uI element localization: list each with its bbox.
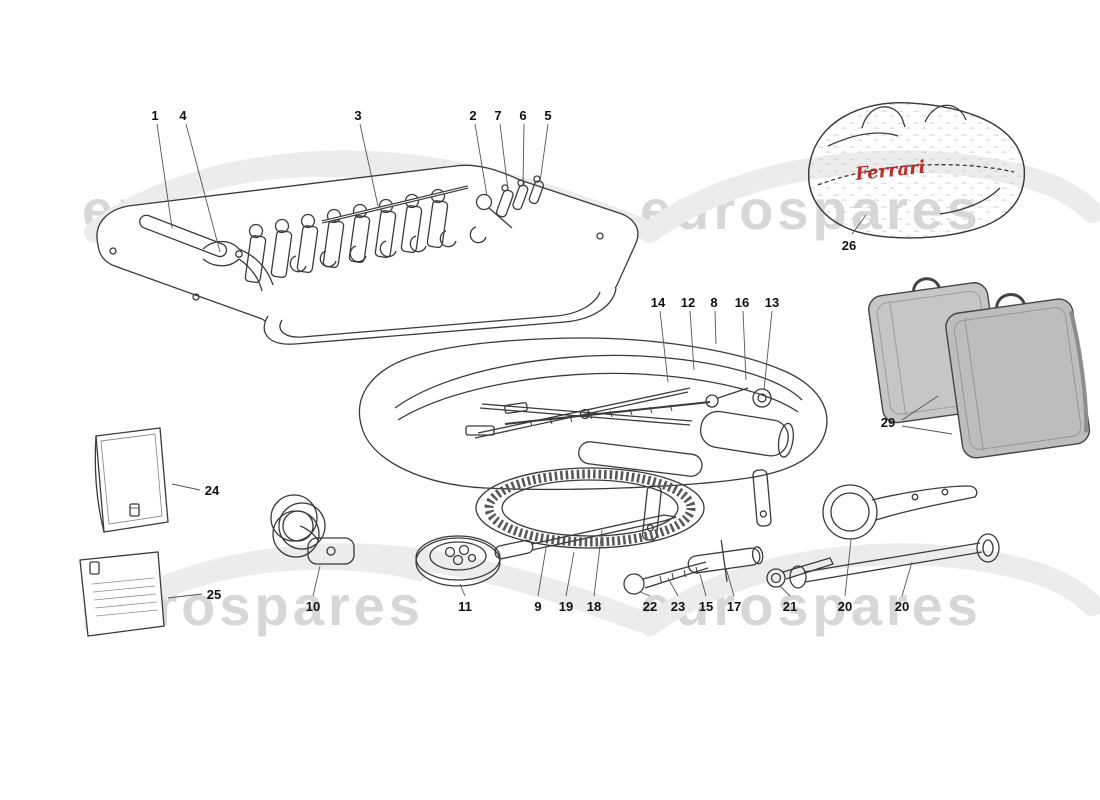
callout-19[interactable]: 19 [558,599,574,614]
callout-16[interactable]: 16 [734,295,750,310]
callout-29[interactable]: 29 [880,415,896,430]
callout-4[interactable]: 4 [179,108,187,123]
suitcases-drawing [868,277,1091,459]
belt-and-tools-drawing [270,467,1000,595]
callout-20b[interactable]: 20 [894,599,910,614]
plug-wrench-drawing [687,540,764,582]
ferrari-bag-drawing: Ferrari [808,102,1025,239]
callout-3[interactable]: 3 [354,108,362,123]
tool-roll-drawing [96,164,639,345]
callout-11[interactable]: 11 [458,599,472,614]
callout-15[interactable]: 15 [698,599,714,614]
jack-drawing [465,387,749,439]
callout-25[interactable]: 25 [206,587,222,602]
callout-12[interactable]: 12 [680,295,696,310]
callout-23[interactable]: 23 [670,599,686,614]
ring-spanner-drawing [822,484,978,540]
callout-20a[interactable]: 20 [837,599,853,614]
callout-21[interactable]: 21 [782,599,798,614]
tow-hook-drawing [623,561,709,595]
callout-6[interactable]: 6 [519,108,527,123]
callout-22[interactable]: 22 [642,599,658,614]
callout-8[interactable]: 8 [710,295,718,310]
books-drawing [79,427,169,637]
lug-wrench-drawing [789,533,1000,589]
round-cap-drawing [415,535,501,587]
tool-bag-drawing [358,337,828,541]
callout-10[interactable]: 10 [305,599,321,614]
screwdriver-drawing [494,514,677,560]
callout-26[interactable]: 26 [841,238,857,253]
leader-lines [156,123,953,599]
callout-13[interactable]: 13 [764,295,780,310]
callout-7[interactable]: 7 [494,108,502,123]
callout-2[interactable]: 2 [469,108,477,123]
callout-14[interactable]: 14 [650,295,666,310]
callout-1[interactable]: 1 [151,108,159,123]
callout-5[interactable]: 5 [544,108,552,123]
callout-18[interactable]: 18 [586,599,602,614]
callout-9[interactable]: 9 [534,599,542,614]
callout-24[interactable]: 24 [204,483,220,498]
callout-17[interactable]: 17 [726,599,742,614]
cable-kit-drawing [270,494,355,565]
